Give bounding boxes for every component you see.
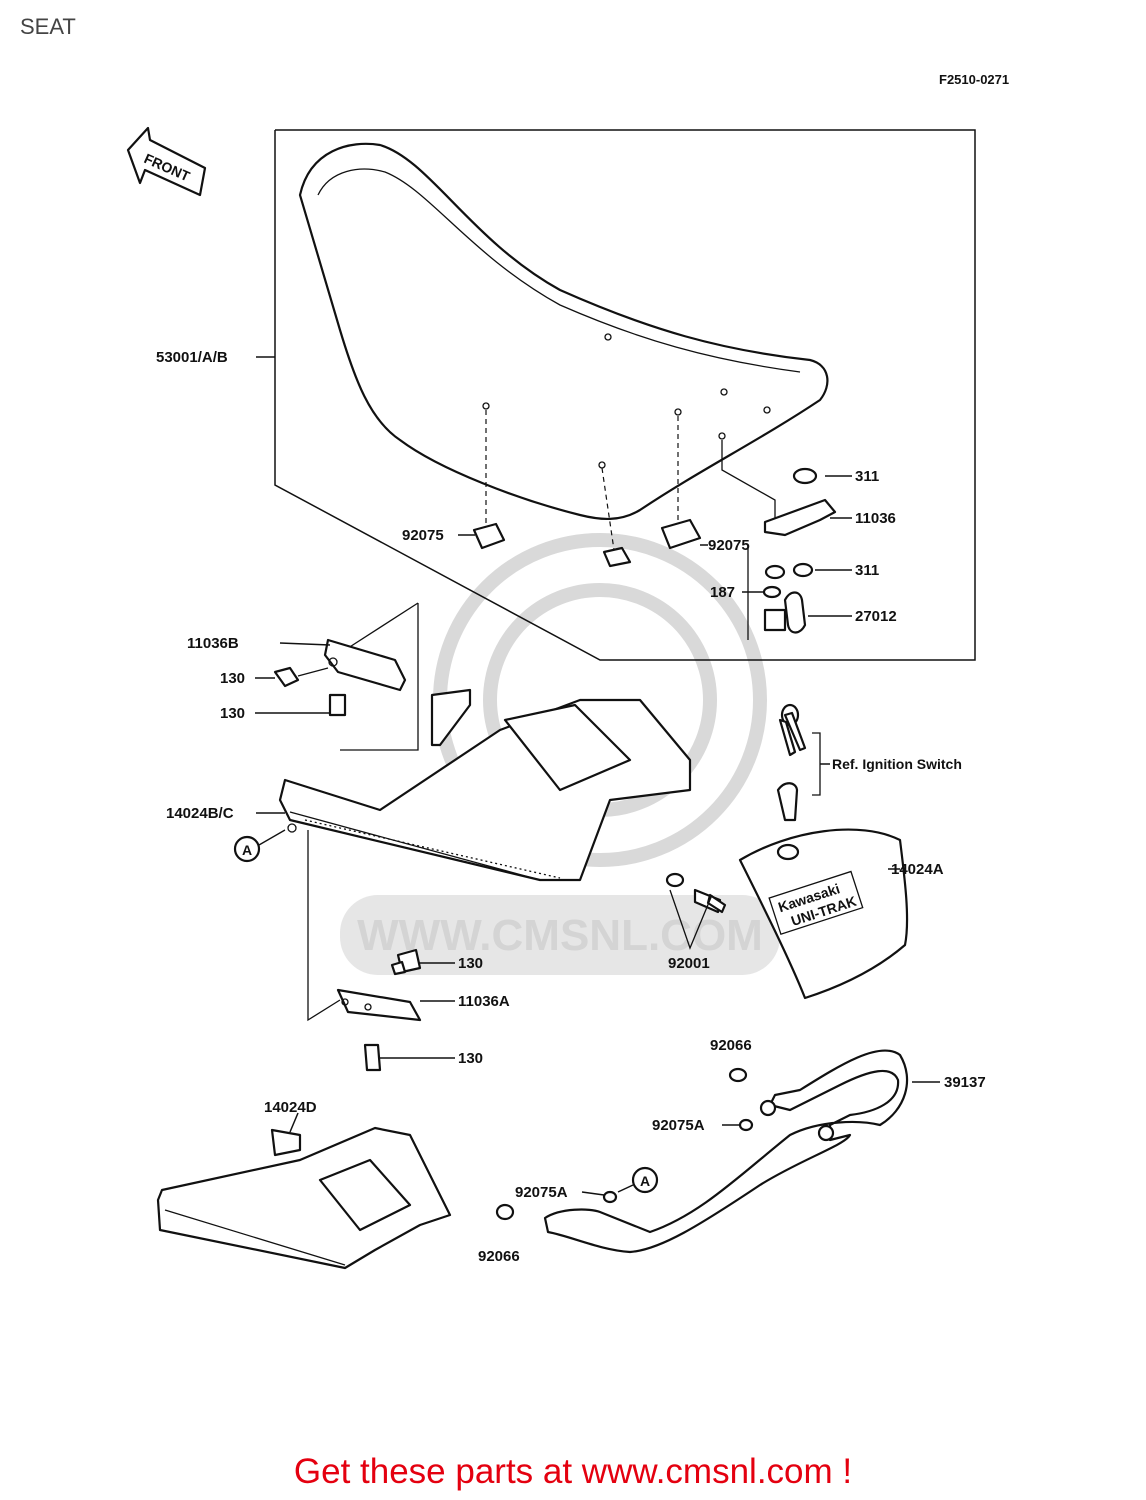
callout-bolt-130-b: 130 — [220, 705, 245, 722]
callout-grommet-92066-top: 92066 — [710, 1037, 752, 1054]
callout-cover-14024d: 14024D — [264, 1099, 317, 1116]
reference-marker-a-right — [631, 1166, 659, 1194]
callout-labels: 53001/A/B 311 11036 311 187 27012 92075 … — [156, 349, 986, 1265]
promo-banner[interactable]: Get these parts at www.cmsnl.com ! — [293, 1452, 853, 1491]
reference-marker-a-left — [233, 835, 261, 863]
diagram-code: F2510-0271 — [939, 72, 1010, 87]
callout-nut-mid: 311 — [855, 562, 879, 579]
callout-damper-right: 92075 — [708, 537, 750, 554]
callout-clip-27012: 27012 — [855, 608, 897, 625]
callout-cover-14024bc: 14024B/C — [166, 805, 234, 822]
callout-grommet-92066-bottom: 92066 — [478, 1248, 520, 1265]
bracket-11036a-part — [307, 830, 422, 1072]
callout-damper-left: 92075 — [402, 527, 444, 544]
page-title: SEAT — [20, 14, 76, 39]
seat-group-frame — [274, 129, 976, 661]
cover-14024a-part: Kawasaki UNI-TRAK — [738, 828, 909, 1000]
leader-lines — [255, 356, 940, 1196]
front-arrow-icon: FRONT — [126, 126, 207, 197]
callout-washer-187: 187 — [710, 584, 735, 601]
callout-bracket-11036b: 11036B — [187, 635, 239, 652]
reference-marker-a-right-label: A — [640, 1173, 650, 1189]
watermark: WWW.CMSNL.COM — [340, 533, 780, 975]
callout-bracket-11036a: 11036A — [458, 993, 510, 1010]
grab-rail-part — [495, 1049, 909, 1254]
reference-marker-a-left-label: A — [242, 842, 252, 858]
callout-seat: 53001/A/B — [156, 349, 228, 366]
callout-bolt-130-a: 130 — [220, 670, 245, 687]
callout-ignition-ref: Ref. Ignition Switch — [832, 756, 962, 772]
cover-14024d-part — [156, 1126, 452, 1270]
callout-cover-14024a: 14024A — [891, 861, 944, 878]
callout-grip-39137: 39137 — [944, 1074, 986, 1091]
callout-bolt-130-c: 130 — [458, 955, 483, 972]
callout-damper-92075a-top: 92075A — [652, 1117, 705, 1134]
callout-bracket-11036: 11036 — [855, 510, 896, 527]
callout-bolt-130-d: 130 — [458, 1050, 483, 1067]
callout-nut-top: 311 — [855, 468, 879, 485]
rear-cover-14024bc — [278, 602, 692, 882]
bracket-11036b-part — [273, 638, 407, 717]
ignition-key-icon — [776, 703, 821, 822]
callout-bolt-92001: 92001 — [668, 955, 710, 972]
callout-damper-92075a-bottom: 92075A — [515, 1184, 568, 1201]
seat-hardware — [472, 467, 837, 640]
seat-part — [298, 142, 829, 521]
bolt-92001-part — [665, 872, 727, 950]
